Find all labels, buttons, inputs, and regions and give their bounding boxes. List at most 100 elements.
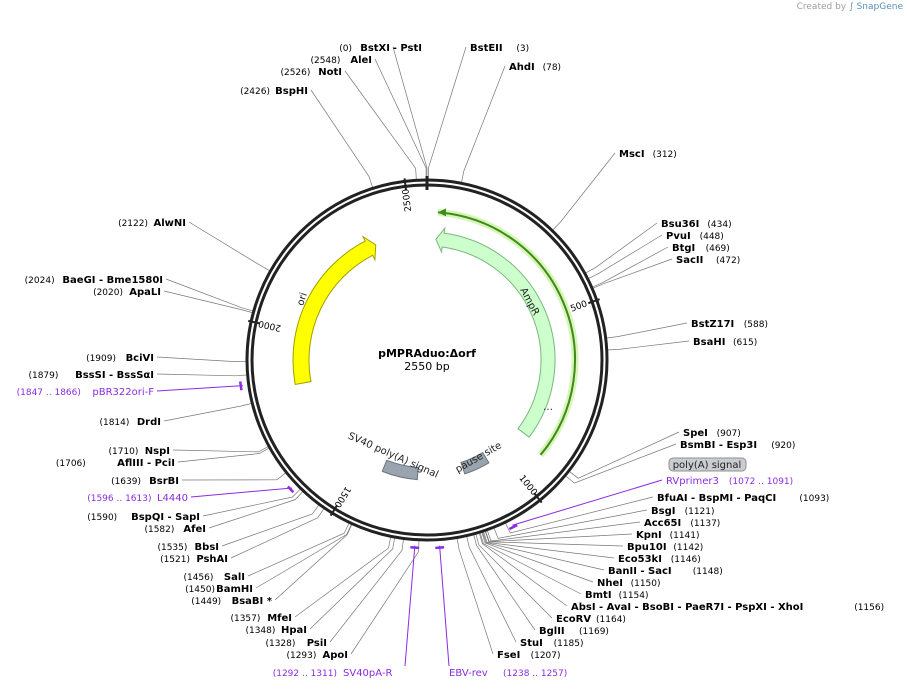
site-name: PshAI [196, 554, 228, 565]
site-bsssi-bsss-i[interactable]: BssSI - BssSαI(1879) [28, 370, 154, 381]
site-bstz17i[interactable]: BstZ17I(588) [691, 319, 768, 330]
site-afei[interactable]: AfeI(1582) [144, 524, 206, 535]
site-leader-line [350, 539, 420, 655]
tick-mark [533, 492, 543, 504]
site-alei[interactable]: AleI(2548) [310, 55, 372, 66]
site-bsahi[interactable]: BsaHI(615) [693, 337, 757, 348]
site-leader-line [486, 521, 641, 542]
primer-ebv-rev[interactable]: EBV-rev(1238 .. 1257) [449, 668, 567, 679]
site-position: (1148) [693, 567, 723, 577]
site-ecorv[interactable]: EcoRV(1164) [556, 614, 626, 625]
polya-signal-box[interactable]: poly(A) signal [668, 457, 747, 472]
site-position: (1154) [619, 591, 649, 601]
site-ahdi[interactable]: AhdI(78) [509, 62, 561, 73]
site-name: BsrBI [149, 476, 179, 487]
site-leader-line [163, 402, 253, 422]
site-name: Bpu10I [627, 542, 667, 553]
site-bsgi[interactable]: BsgI(1121) [651, 506, 715, 517]
site-leader-line [479, 531, 582, 595]
primer-name: L4440 [157, 493, 188, 504]
site-spei[interactable]: SpeI(907) [683, 428, 741, 439]
primer-sv40pa-r[interactable]: (1292 .. 1311)SV40pA-R [273, 668, 393, 679]
site-bspqi-sapi[interactable]: BspQI - SapI(1590) [87, 512, 200, 523]
site-leader-line [427, 46, 467, 181]
site-absi-avai-bsobi-paer7i-pspxi-xhoi[interactable]: AbsI - AvaI - BsoBI - PaeR7I - PspXI - X… [571, 602, 884, 613]
site-apali[interactable]: ApaLI(2020) [93, 287, 161, 298]
orf-arc[interactable] [437, 211, 576, 456]
primer-rvprimer3[interactable]: RVprimer3(1072 .. 1091) [666, 476, 793, 487]
site-bsabi[interactable]: BsaBI *(1449) [191, 596, 272, 607]
site-name: BtgI [672, 243, 695, 254]
site-bpu10i[interactable]: Bpu10I(1142) [627, 542, 703, 553]
site-leader-line [456, 537, 494, 655]
site-bbsi[interactable]: BbsI(1535) [157, 542, 219, 553]
site-name: BanII - SacI [608, 566, 672, 577]
primer-leader-line [190, 487, 293, 498]
site-position: (1185) [554, 639, 584, 649]
site-position: (1293) [286, 651, 316, 661]
primer-range: (1238 .. 1257) [503, 669, 567, 679]
site-leader-line [584, 222, 658, 274]
site-position: (1814) [99, 418, 129, 428]
site-btgi[interactable]: BtgI(469) [672, 243, 730, 254]
site-pvui[interactable]: PvuI(448) [666, 231, 724, 242]
site-eco53ki[interactable]: Eco53kI(1146) [618, 554, 701, 565]
site-name: BamHI [216, 584, 253, 595]
site-name: BsaBI * [232, 596, 273, 607]
site-msci[interactable]: MscI(312) [619, 149, 677, 160]
site-bsteii[interactable]: BstEII(3) [470, 43, 529, 54]
tick-label: 2500 [401, 188, 414, 212]
site-bmti[interactable]: BmtI(1154) [585, 590, 649, 601]
site-psii[interactable]: PsiI(1328) [265, 638, 327, 649]
site-bcivi[interactable]: BciVI(1909) [86, 353, 154, 364]
site-hpai[interactable]: HpaI(1348) [245, 625, 307, 636]
site-fsei[interactable]: FseI(1207) [497, 650, 561, 661]
site-position: (1535) [157, 543, 187, 553]
site-nhei[interactable]: NheI(1150) [597, 578, 661, 589]
site-leader-line [564, 443, 677, 484]
site-leader-line [230, 507, 325, 559]
site-position: (1164) [596, 615, 626, 625]
primer-leader-line [156, 385, 243, 392]
site-bamhi[interactable]: BamHI(1450) [185, 584, 253, 595]
primer-l4440[interactable]: L4440(1596 .. 1613) [87, 493, 188, 504]
site-bstxi[interactable]: BstXI(0) [339, 43, 390, 54]
site-bsrbi[interactable]: BsrBI(1639) [111, 476, 179, 487]
site-leader-line [473, 533, 536, 631]
site-bglii[interactable]: BglII(1169) [539, 626, 609, 637]
site-bsphi[interactable]: BspHI(2426) [240, 86, 308, 97]
site-sacii[interactable]: SacII(472) [676, 255, 740, 266]
site-kpni[interactable]: KpnI(1141) [636, 530, 700, 541]
primer-pbr322ori-f[interactable]: pBR322ori-F(1847 .. 1866) [17, 387, 155, 398]
feature-ori[interactable] [292, 235, 377, 386]
site-baegi-bme1580i[interactable]: BaeGI - Bme1580I(2024) [25, 275, 163, 286]
site-drdi[interactable]: DrdI(1814) [99, 417, 161, 428]
site-stui[interactable]: StuI(1185) [520, 638, 584, 649]
primer-leader-line [512, 479, 663, 526]
site-bfuai-bspmi-paqci[interactable]: BfuAI - BspMI - PaqCI(1093) [657, 493, 829, 504]
site-noti[interactable]: NotI(2526) [280, 67, 342, 78]
feature-pause-site[interactable] [460, 451, 490, 475]
site-mfei[interactable]: MfeI(1357) [230, 613, 292, 624]
primer-name: RVprimer3 [666, 476, 719, 487]
site-banii-saci[interactable]: BanII - SacI (1148) [608, 566, 723, 577]
site-alwni[interactable]: AlwNI(2122) [118, 218, 186, 229]
primer-range: (1292 .. 1311) [273, 669, 337, 679]
site-apoi[interactable]: ApoI(1293) [286, 650, 348, 661]
site-nspi[interactable]: NspI(1710) [108, 446, 170, 457]
site-position: (1456) [183, 573, 213, 583]
site-afliii-pcii[interactable]: AflIII - PciI(1706) [56, 458, 175, 469]
site-position: (1521) [160, 555, 190, 565]
site-sali[interactable]: SalI(1456) [183, 572, 245, 583]
site-acc65i[interactable]: Acc65I(1137) [644, 518, 720, 529]
tick-label: 2000 [257, 318, 282, 333]
site-psti[interactable]: - PstI [393, 43, 422, 54]
site-bsmbi-esp3i[interactable]: BsmBI - Esp3I(920) [680, 440, 795, 451]
site-labels: BstXI(0)- PstI AleI(2548)NotI(2526) BspHI(… [17, 43, 885, 679]
site-name: AflIII - PciI [117, 458, 175, 469]
feature-ampr[interactable] [435, 226, 556, 438]
feature-sv40-poly-a-signal[interactable] [381, 459, 419, 481]
site-position: (1150) [631, 579, 661, 589]
site-bsu36i[interactable]: Bsu36I(434) [661, 219, 732, 230]
site-pshai[interactable]: PshAI (1521) [160, 554, 228, 565]
